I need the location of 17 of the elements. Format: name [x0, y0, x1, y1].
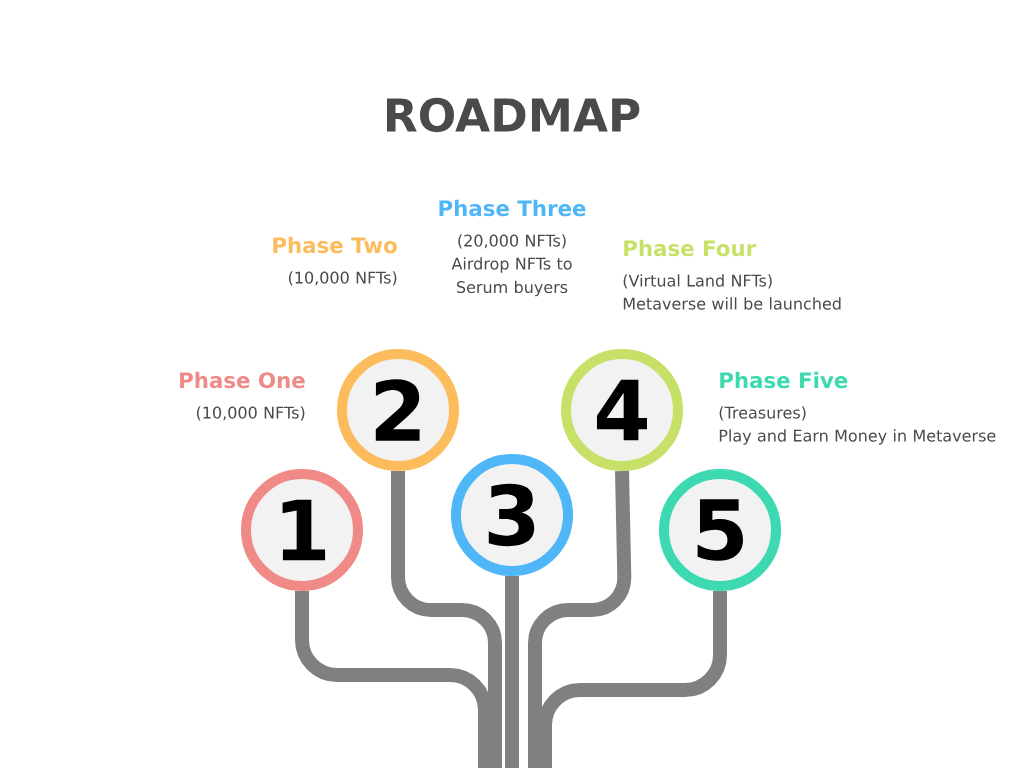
phase-description: Airdrop NFTs to Serum buyers — [451, 257, 572, 297]
phase-heading: Phase Three — [439, 199, 586, 217]
pipe-line — [391, 471, 502, 768]
phase-heading: Phase Five — [720, 371, 848, 389]
phase-heading: Phase Two — [273, 236, 397, 254]
phase-description: (Virtual Land NFTs) — [623, 274, 772, 289]
pipe-line — [528, 470, 632, 768]
title: ROADMAP — [387, 97, 640, 133]
phase-heading: Phase One — [180, 371, 305, 389]
phase-description: (10,000 NFTs) — [288, 271, 397, 286]
phase-description: (20,000 NFTs) — [458, 234, 566, 249]
phase-description: (Treasures) — [719, 406, 806, 421]
phase-heading: Phase Four — [624, 239, 757, 257]
phase-description: Metaverse will be launched — [623, 297, 841, 310]
phase-description: (10,000 NFTs) — [196, 406, 305, 421]
phase-description: Play and Earn Money in Metaverse — [719, 429, 996, 445]
pipe-line — [505, 576, 519, 768]
